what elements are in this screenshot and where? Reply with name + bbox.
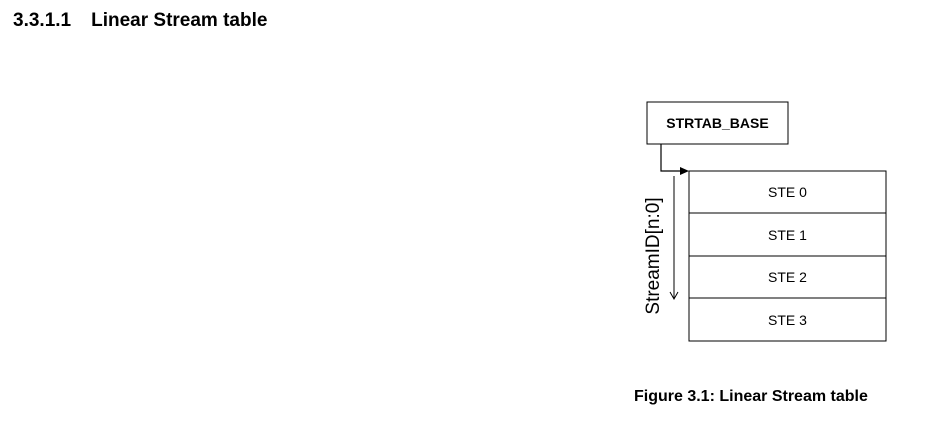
ste-label: STE 0 xyxy=(768,184,807,200)
stream-table-entry: STE 2 xyxy=(688,255,887,299)
index-direction-arrow xyxy=(669,176,679,301)
stream-table-entry: STE 0 xyxy=(688,170,887,214)
streamid-index-label: StreamID[n:0] xyxy=(643,197,664,314)
base-pointer-arrow xyxy=(660,144,689,175)
ste-label: STE 2 xyxy=(768,269,807,285)
section-heading: 3.3.1.1 Linear Stream table xyxy=(13,10,267,32)
stream-table-entry: STE 3 xyxy=(688,297,887,342)
section-number: 3.3.1.1 xyxy=(13,10,72,31)
section-title: Linear Stream table xyxy=(91,10,268,31)
stream-table: STE 0 STE 1 STE 2 STE 3 xyxy=(688,170,887,342)
ste-label: STE 3 xyxy=(768,312,807,328)
strtab-base-box: STRTAB_BASE xyxy=(646,101,789,145)
strtab-base-label: STRTAB_BASE xyxy=(666,115,768,131)
figure-caption: Figure 3.1: Linear Stream table xyxy=(634,388,868,405)
ste-label: STE 1 xyxy=(768,227,807,243)
stream-table-entry: STE 1 xyxy=(688,212,887,257)
